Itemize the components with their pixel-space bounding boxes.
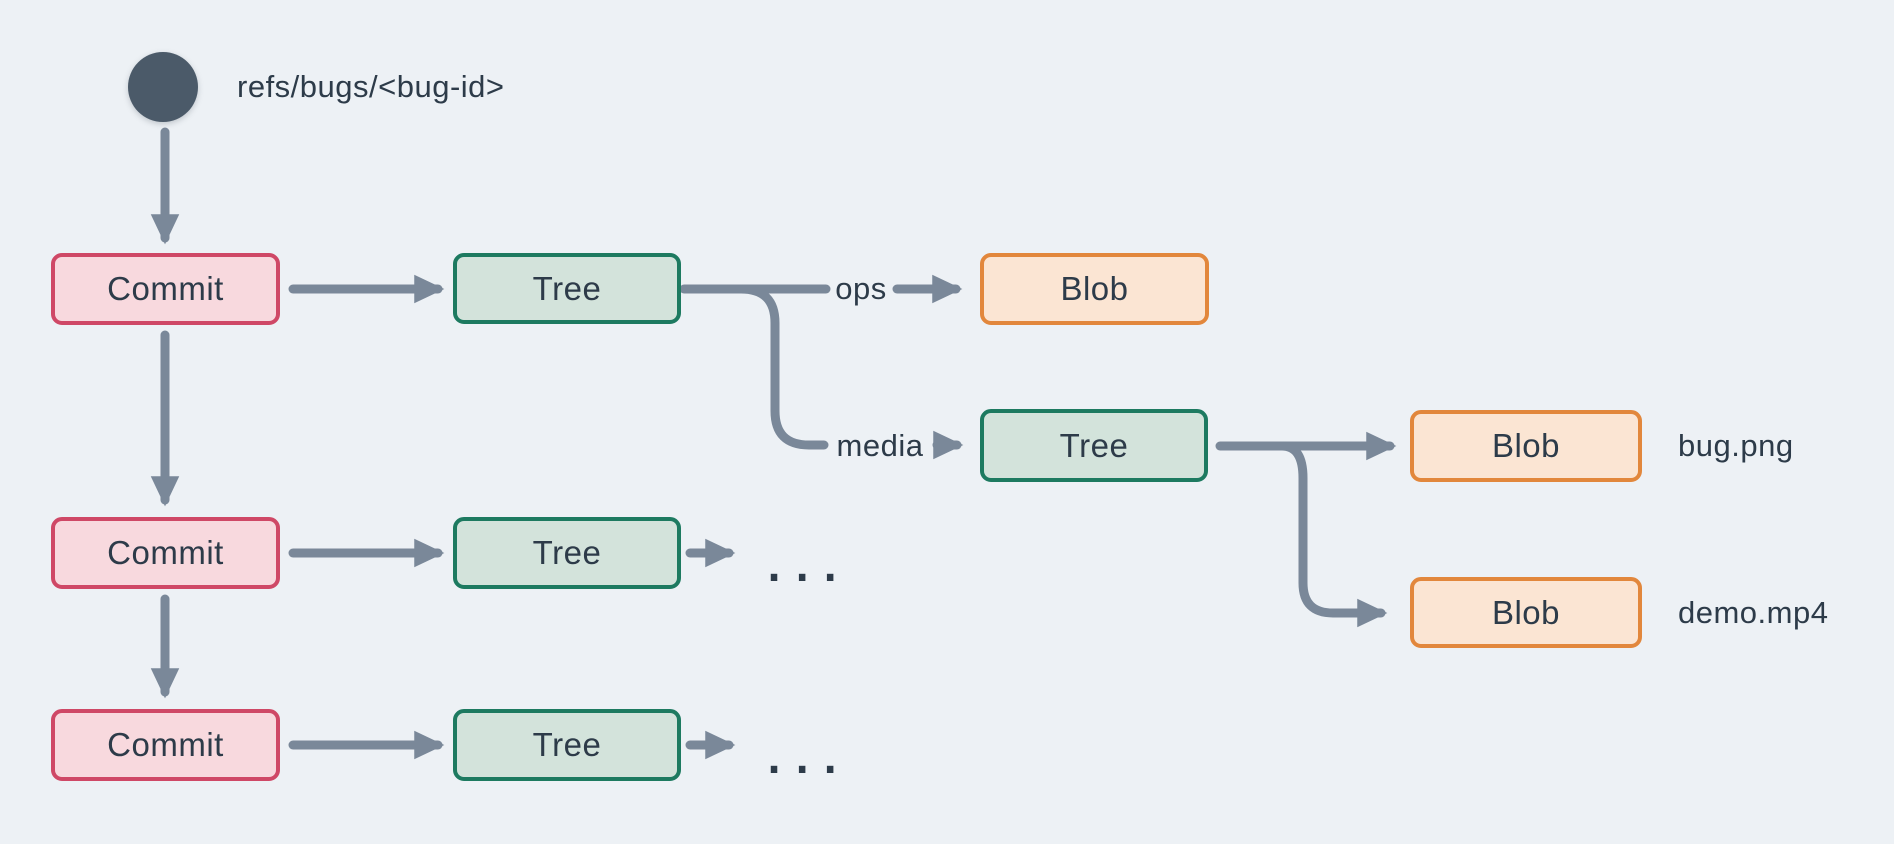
branch-tree1-to-media [736, 284, 829, 450]
tree-node-2-label: Tree [532, 534, 602, 571]
blob-node-ops-label: Blob [1060, 270, 1129, 307]
ellipsis-row-3: ... [762, 737, 847, 783]
ref-circle [128, 52, 198, 122]
file-label-bug-png: bug.png [1678, 428, 1794, 463]
tree-node-media-label: Tree [1059, 426, 1129, 464]
edge-label-media: media [836, 427, 924, 463]
tree-node-1-label: Tree [532, 269, 602, 307]
tree-node-3: Tree [453, 709, 681, 781]
commit-node-2-label: Commit [107, 534, 224, 571]
tree-node-2: Tree [453, 517, 681, 589]
file-label-demo-mp4: demo.mp4 [1678, 594, 1829, 630]
blob-node-bug-label: Blob [1491, 427, 1561, 464]
ellipsis-row-2: ... [762, 545, 847, 591]
ref-label: refs/bugs/<bug-id> [237, 69, 505, 104]
tree-node-media: Tree [980, 409, 1208, 482]
blob-node-bug: Blob [1410, 410, 1642, 482]
tree-node-3-label: Tree [532, 726, 602, 763]
commit-node-3-label: Commit [107, 726, 224, 763]
tree-node-1: Tree [453, 253, 681, 324]
blob-node-ops: Blob [980, 253, 1209, 325]
commit-node-2: Commit [51, 517, 280, 589]
blob-node-demo-label: Blob [1491, 593, 1561, 631]
commit-node-1-label: Commit [107, 270, 224, 307]
commit-node-1: Commit [51, 253, 280, 325]
branch-treemedia-to-blob-demo [1277, 441, 1388, 628]
blob-node-demo: Blob [1410, 577, 1642, 648]
commit-node-3: Commit [51, 709, 280, 781]
edge-label-ops: ops [835, 271, 887, 306]
